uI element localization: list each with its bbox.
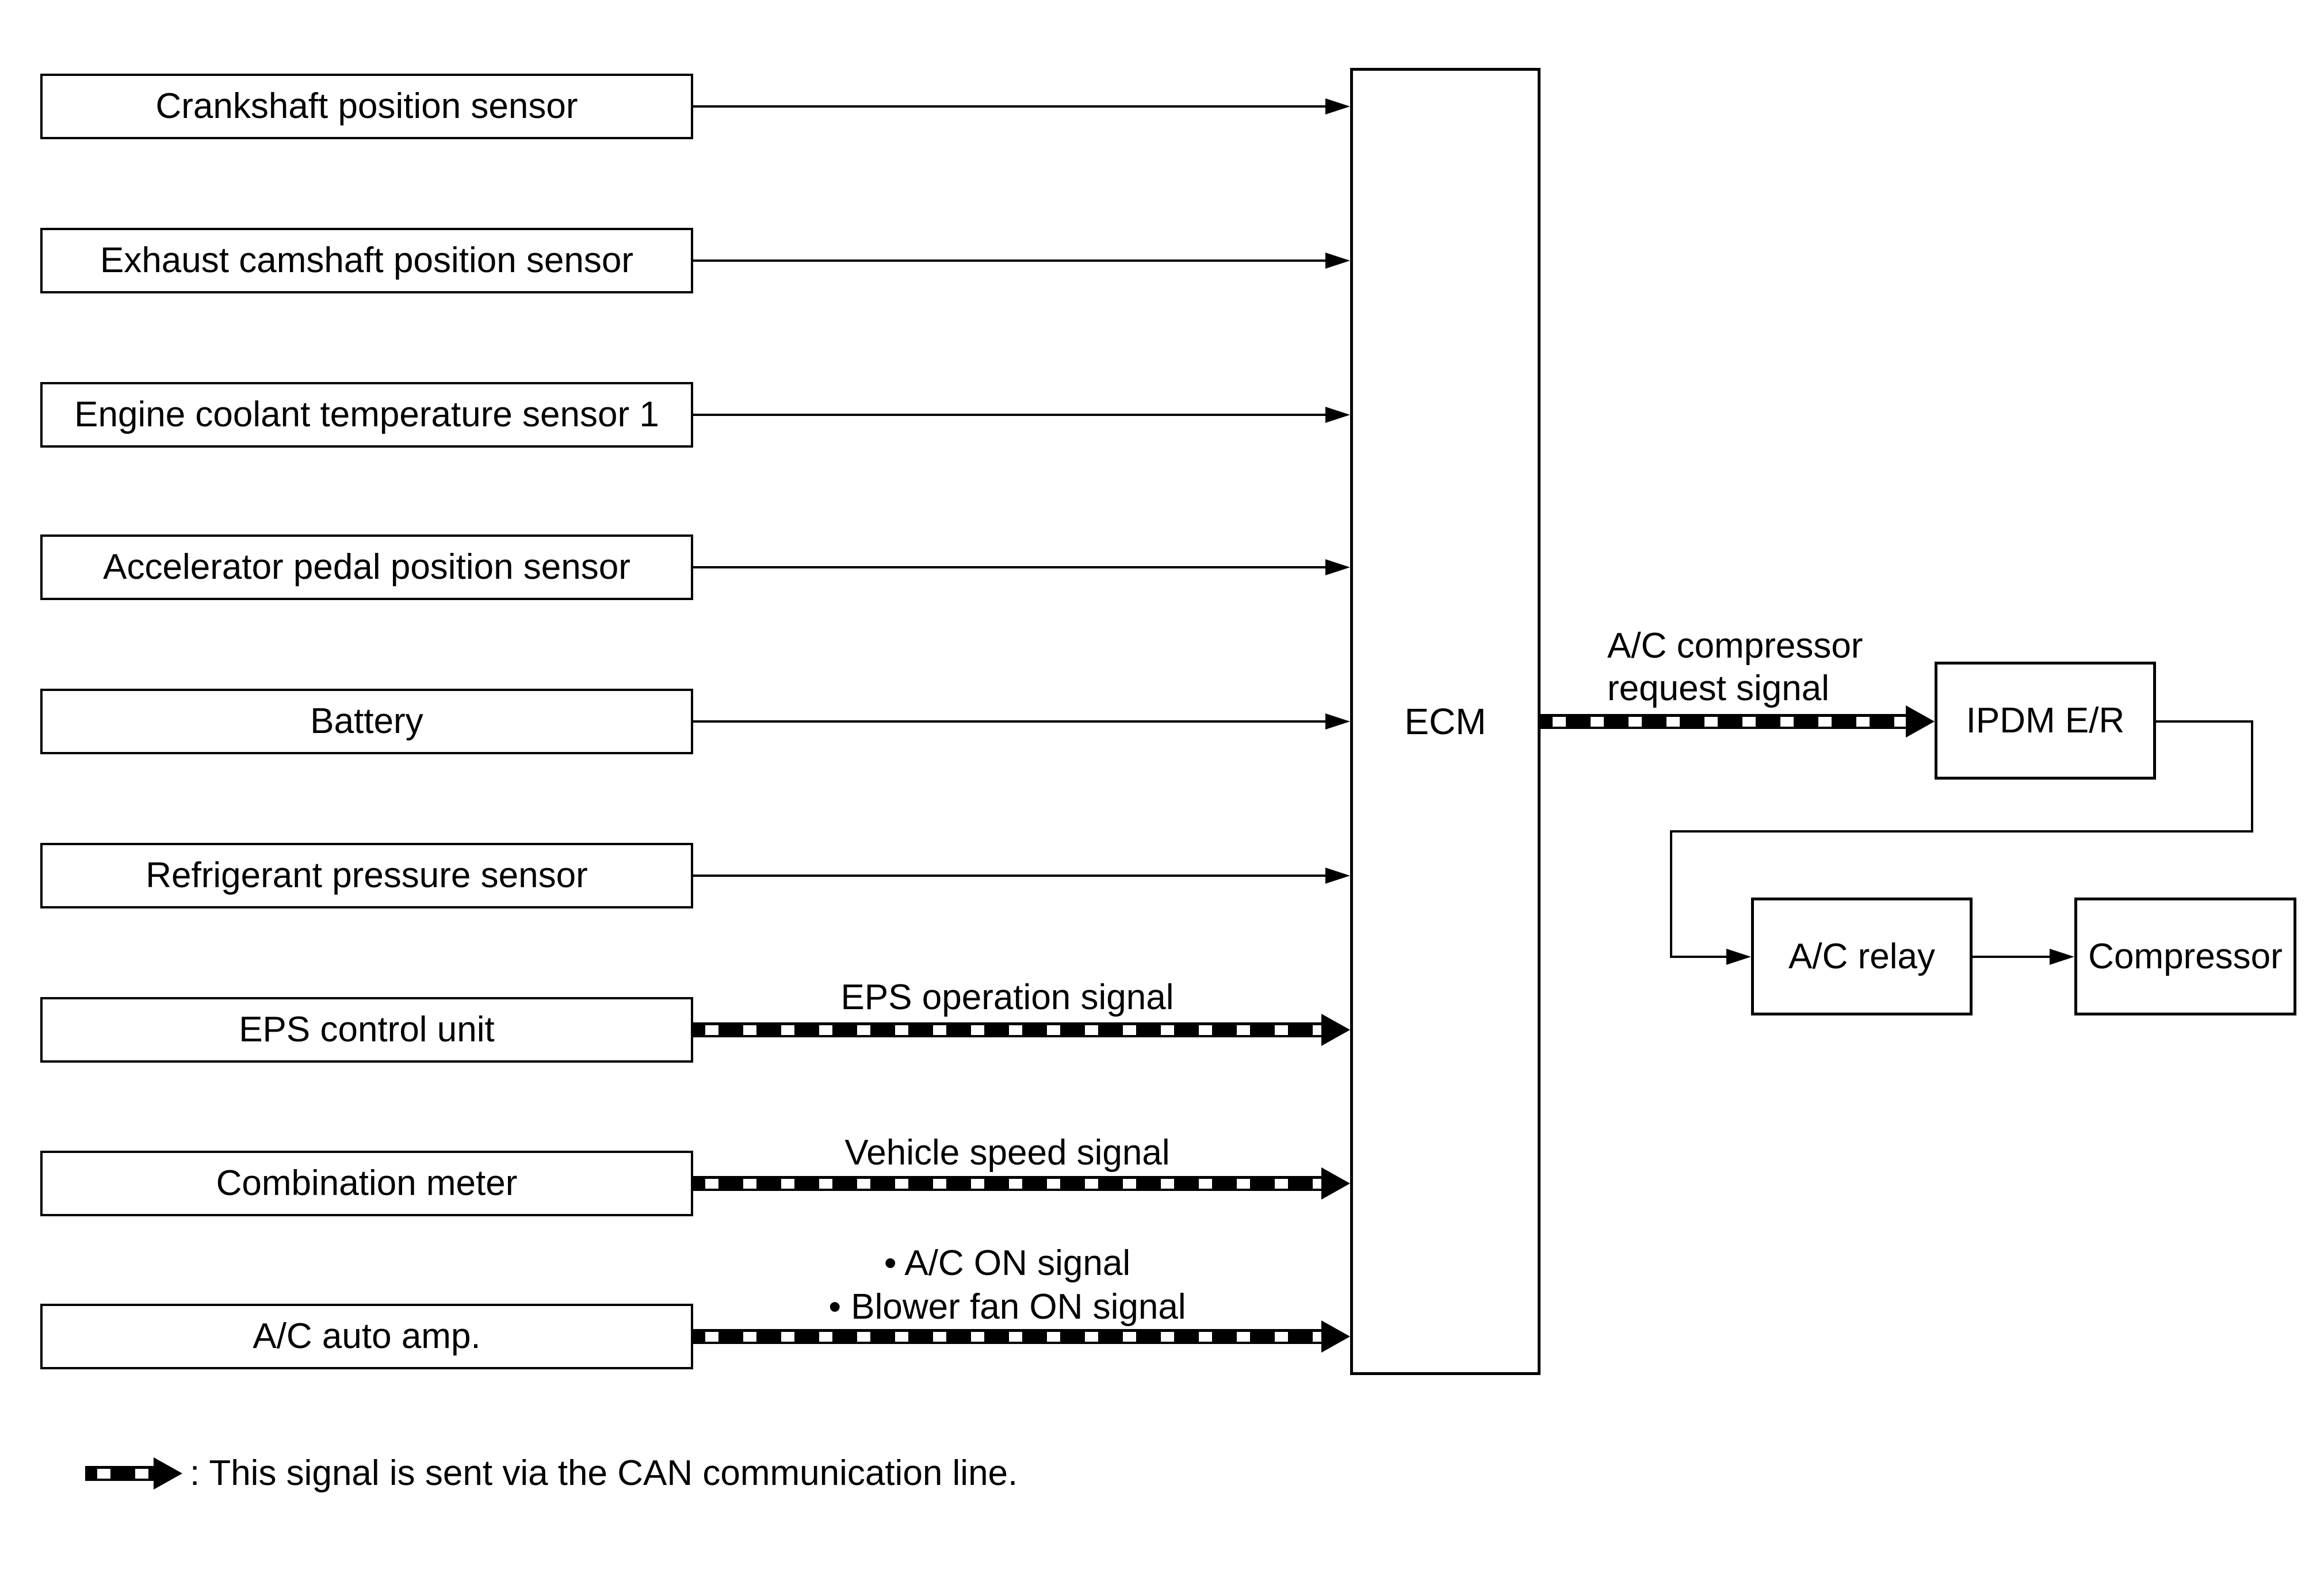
node-crankshaft-position-sensor: Crankshaft position sensor — [40, 74, 693, 139]
legend-text: : This signal is sent via the CAN commun… — [190, 1453, 1018, 1493]
label-ac-compressor: A/C compressor — [1607, 626, 1863, 666]
route-ipdm-to-relay-head — [1726, 949, 1751, 965]
node-exhaust-camshaft-position-sensor: Exhaust camshaft position sensor — [40, 228, 693, 293]
can-arrow-combination-meter-to-ecm-head — [1321, 1167, 1350, 1200]
node-label: Crankshaft position sensor — [155, 86, 578, 127]
node-compressor: Compressor — [2074, 898, 2296, 1015]
arrow-coolant-temp-to-ecm-line — [693, 414, 1325, 416]
label-ac-on-signal: • A/C ON signal — [884, 1243, 1131, 1283]
arrow-accelerator-pedal-to-ecm-line — [693, 566, 1325, 568]
node-refrigerant-pressure-sensor: Refrigerant pressure sensor — [40, 843, 693, 908]
arrow-battery-to-ecm-head — [1325, 713, 1350, 730]
node-label: Exhaust camshaft position sensor — [100, 240, 634, 281]
route-ipdm-to-relay-seg1 — [2156, 720, 2253, 723]
can-arrow-ecm-to-ipdm-head — [1906, 705, 1935, 738]
arrow-crankshaft-to-ecm-line — [693, 105, 1325, 108]
node-label: Battery — [310, 701, 423, 742]
node-label: A/C auto amp. — [253, 1316, 481, 1357]
node-battery: Battery — [40, 689, 693, 754]
label-ac-compressor-request-signal: A/C compressor request signal — [1607, 625, 1863, 710]
can-arrow-ac-auto-amp-to-ecm-shaft — [693, 1329, 1321, 1344]
label-ac-on-blower-fan-signals: • A/C ON signal • Blower fan ON signal — [693, 1242, 1321, 1329]
route-ipdm-to-relay-seg5 — [1670, 956, 1726, 958]
arrow-coolant-temp-to-ecm-head — [1325, 407, 1350, 423]
arrow-exhaust-camshaft-to-ecm-head — [1325, 253, 1350, 269]
arrow-refrigerant-pressure-to-ecm-line — [693, 875, 1325, 877]
can-arrow-eps-to-ecm-head — [1321, 1014, 1350, 1046]
legend-can-arrow-icon-head — [154, 1457, 182, 1490]
arrow-accelerator-pedal-to-ecm-head — [1325, 559, 1350, 575]
label-eps-operation-signal: EPS operation signal — [840, 977, 1174, 1017]
can-arrow-ac-auto-amp-to-ecm-head — [1321, 1320, 1350, 1353]
node-label: Combination meter — [216, 1163, 518, 1204]
node-label: Compressor — [2088, 936, 2283, 976]
can-arrow-combination-meter-to-ecm-shaft — [693, 1176, 1321, 1191]
node-label: Engine coolant temperature sensor 1 — [74, 395, 659, 435]
route-ipdm-to-relay-seg2 — [2251, 720, 2253, 833]
arrow-crankshaft-to-ecm-head — [1325, 98, 1350, 114]
node-ac-auto-amp: A/C auto amp. — [40, 1304, 693, 1369]
node-ipdm-er: IPDM E/R — [1935, 662, 2156, 780]
node-label: IPDM E/R — [1966, 700, 2125, 740]
arrow-relay-to-compressor-head — [2050, 949, 2074, 965]
arrow-relay-to-compressor-line — [1973, 956, 2050, 958]
node-label: Accelerator pedal position sensor — [103, 547, 630, 587]
arrow-refrigerant-pressure-to-ecm-head — [1325, 868, 1350, 884]
node-accelerator-pedal-position-sensor: Accelerator pedal position sensor — [40, 534, 693, 600]
can-arrow-eps-to-ecm-shaft — [693, 1022, 1321, 1037]
node-combination-meter: Combination meter — [40, 1151, 693, 1216]
node-label: EPS control unit — [239, 1010, 495, 1050]
label-vehicle-speed-signal: Vehicle speed signal — [844, 1133, 1170, 1173]
route-ipdm-to-relay-seg3 — [1670, 830, 2253, 833]
label-blower-fan-on-signal: • Blower fan ON signal — [828, 1287, 1186, 1327]
node-eps-control-unit: EPS control unit — [40, 997, 693, 1063]
node-ac-relay: A/C relay — [1751, 898, 1973, 1015]
legend-can-arrow-icon-shaft — [85, 1466, 154, 1481]
can-arrow-ecm-to-ipdm-shaft — [1541, 714, 1906, 729]
arrow-battery-to-ecm-line — [693, 720, 1325, 723]
arrow-exhaust-camshaft-to-ecm-line — [693, 259, 1325, 262]
route-ipdm-to-relay-seg4 — [1670, 830, 1672, 958]
node-label: A/C relay — [1788, 936, 1935, 976]
label-request-signal: request signal — [1607, 669, 1830, 708]
ecm-label: ECM — [1404, 701, 1486, 742]
node-engine-coolant-temperature-sensor: Engine coolant temperature sensor 1 — [40, 382, 693, 448]
ecm-box — [1350, 68, 1541, 1375]
node-label: Refrigerant pressure sensor — [146, 856, 588, 896]
